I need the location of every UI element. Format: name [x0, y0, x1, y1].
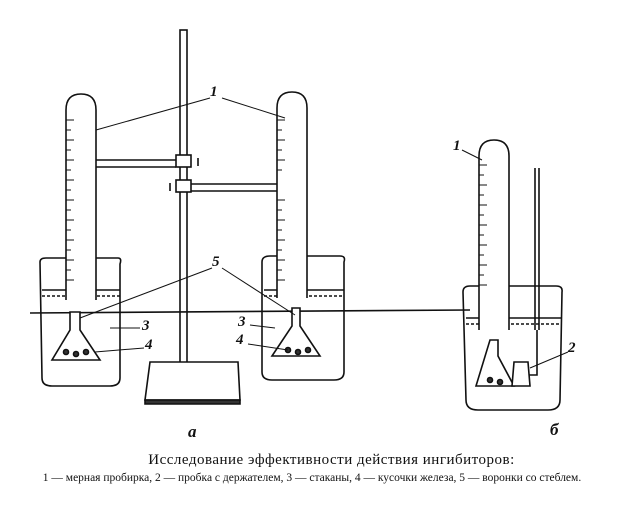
measuring-tube-right: [478, 139, 510, 330]
label-setup-a: а: [188, 422, 197, 441]
caption-body: 1 — мерная пробирка, 2 — пробка с держат…: [42, 472, 582, 484]
measuring-tube-left: [65, 93, 97, 300]
lab-stand: [144, 29, 241, 405]
label-tube-a: 1: [210, 84, 218, 100]
beaker-left: [39, 257, 122, 387]
measuring-tube-middle: [276, 91, 308, 298]
label-stopper: 2: [568, 340, 576, 356]
label-funnel: 5: [212, 254, 220, 270]
funnel-left: [50, 311, 102, 361]
table-line: [29, 309, 471, 314]
stopper-with-holder: [511, 168, 540, 387]
label-setup-b: б: [550, 420, 559, 439]
funnel-middle: [270, 307, 322, 357]
label-beaker-left: 3: [142, 318, 150, 334]
label-beaker-middle: 3: [238, 314, 246, 330]
label-tube-b: 1: [453, 138, 461, 154]
caption-title: Исследование эффективности действия инги…: [148, 452, 515, 468]
leader-lines: [79, 97, 569, 369]
beaker-right: [462, 285, 563, 411]
label-iron-left: 4: [145, 337, 153, 353]
funnel-right: [474, 339, 516, 387]
label-iron-middle: 4: [236, 332, 244, 348]
